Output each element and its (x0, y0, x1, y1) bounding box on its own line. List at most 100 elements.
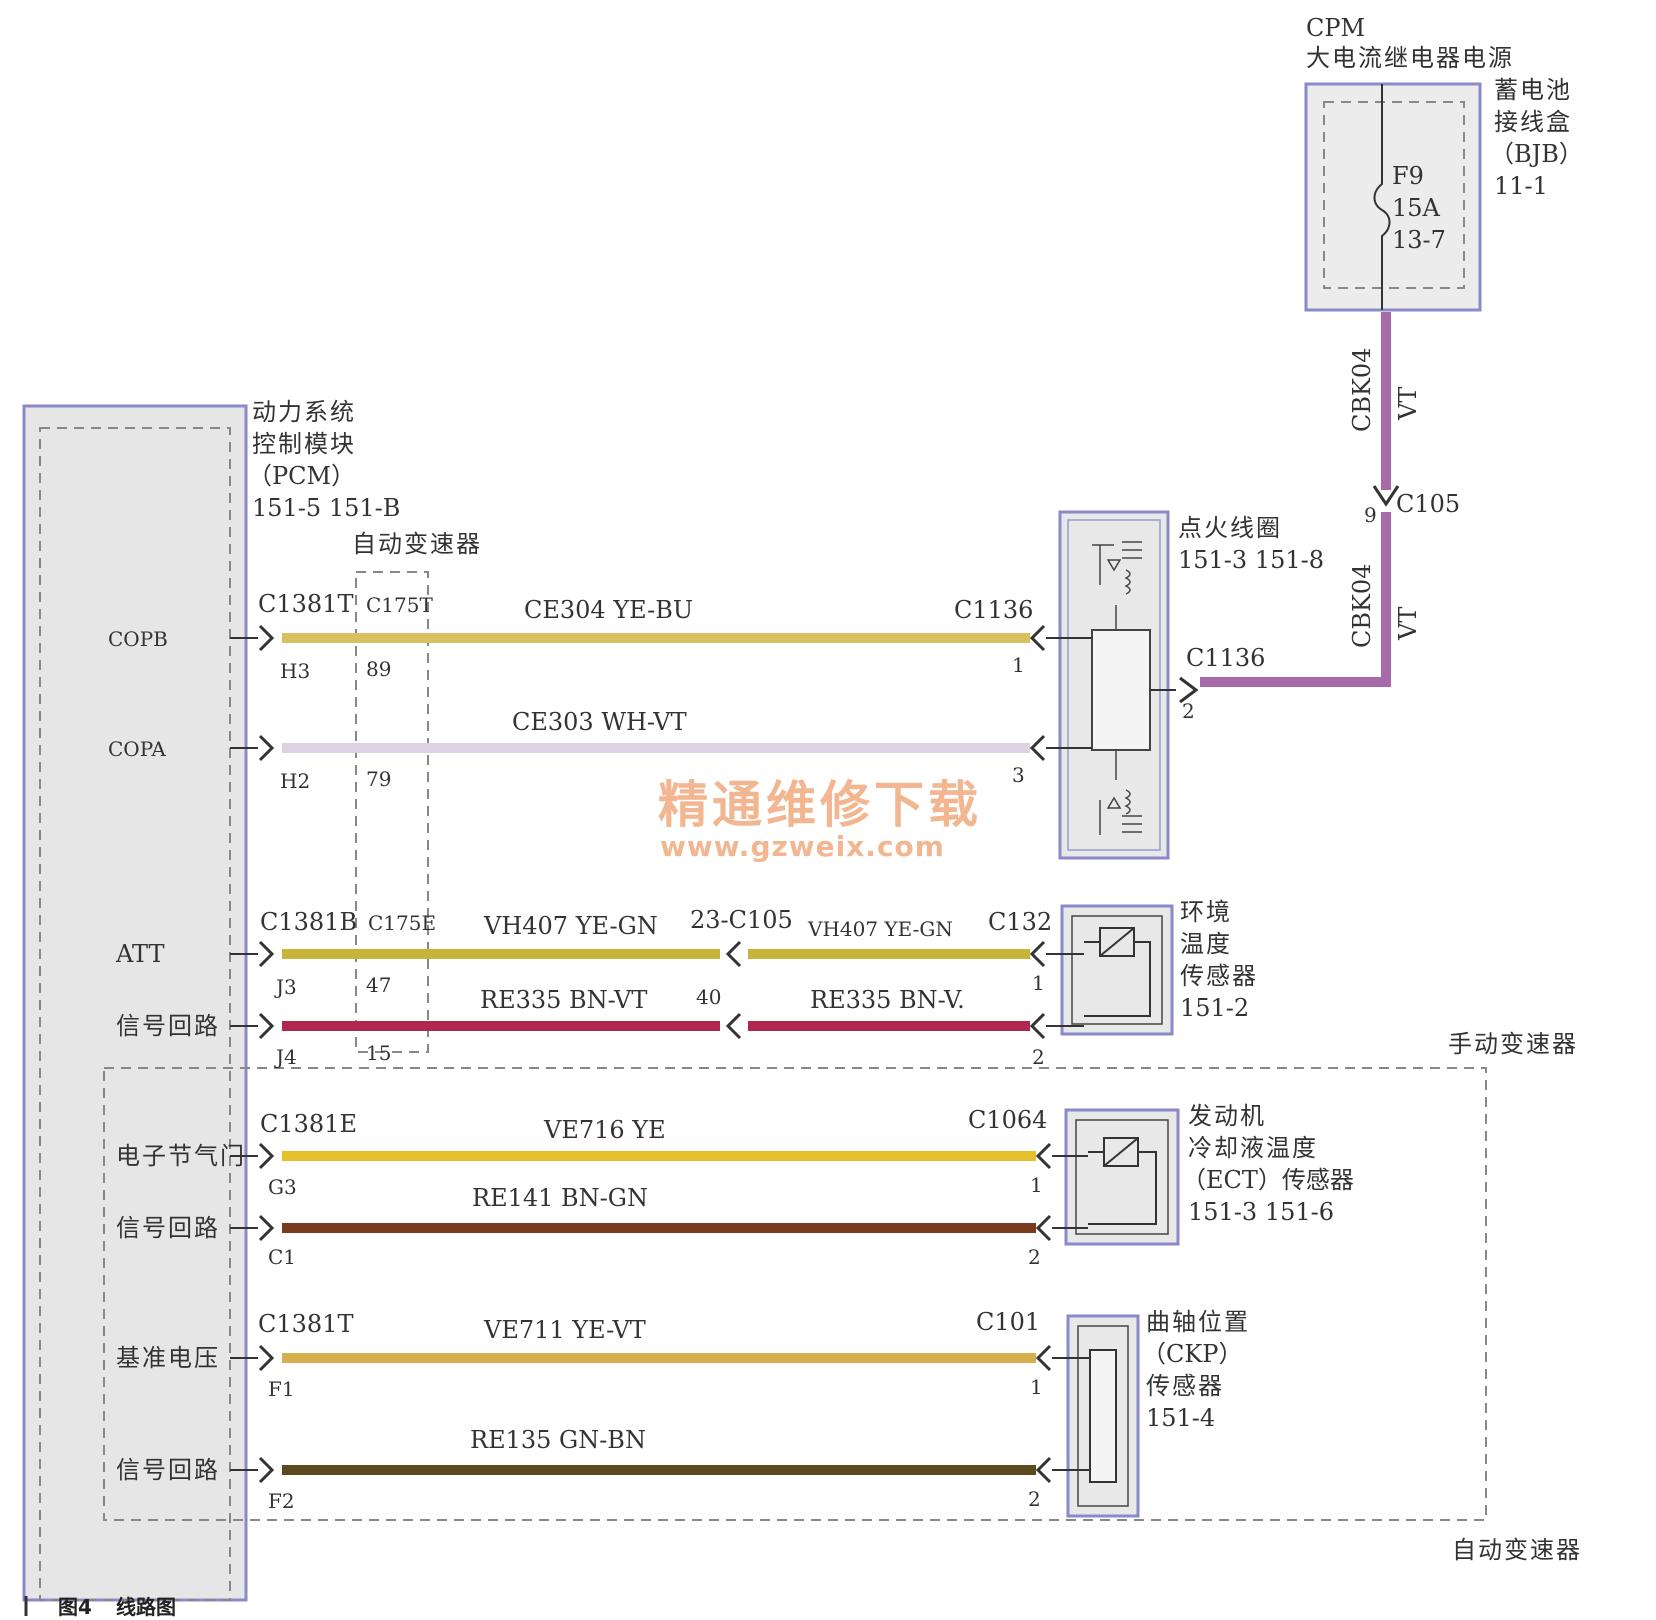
att-inline-conn: C175E (368, 911, 436, 935)
pcm-label-1: 动力系统 (252, 398, 356, 426)
copb-pcm-conn: C1381T (258, 590, 353, 618)
ignition-coil-upper-icon (1092, 541, 1142, 630)
etc-ret-signal: 信号回路 (116, 1214, 220, 1242)
copb-dest-pin: 1 (1012, 653, 1025, 677)
ref-ret-pcm-connector-icon (258, 1456, 275, 1484)
fuse-ref: 13-7 (1392, 226, 1446, 254)
bjb-inner-outline (1323, 101, 1465, 289)
ckp-sensor-label-1: 曲轴位置 (1146, 1308, 1250, 1336)
etc-ret-pcm-connector-icon (258, 1214, 275, 1242)
manual-trans-region (103, 1067, 1487, 1521)
att-circuit-right: VH407 YE-GN (807, 917, 953, 941)
ref-ret-sensor-connector-icon (1035, 1456, 1052, 1484)
ref-circuit: VE711 YE-VT (483, 1316, 646, 1344)
att-ret-sensor-connector-icon (1029, 1012, 1046, 1040)
bjb-label-4: 11-1 (1494, 172, 1548, 200)
ref-signal: 基准电压 (116, 1344, 220, 1372)
ckp-sensor-label-3: 传感器 (1146, 1372, 1224, 1400)
watermark-url: www.gzweix.com (660, 830, 945, 863)
copb-pcm-pin: H3 (280, 659, 310, 683)
bjb-box (1304, 82, 1482, 312)
wire-row-copa: COPA H2 79 CE303 WH-VT 3 (108, 708, 1092, 793)
ref-ret-dest-pin: 2 (1028, 1487, 1041, 1511)
etc-circuit: VE716 YE (543, 1116, 666, 1144)
ignition-driver-block (1091, 629, 1151, 751)
inline-connector-label: 自动变速器 (352, 530, 482, 558)
coil-output-connector: C1136 (1186, 644, 1265, 672)
ect-sensor-label-2: 冷却液温度 (1188, 1134, 1318, 1162)
auto-trans-label: 自动变速器 (1452, 1536, 1582, 1564)
etc-dest-pin: 1 (1030, 1173, 1043, 1197)
c105-label: C105 (1396, 490, 1460, 518)
etc-signal: 电子节气门 (116, 1142, 246, 1170)
copa-signal: COPA (108, 737, 166, 761)
etc-ret-pcm-pin: C1 (268, 1245, 296, 1269)
feed-wire-lower (1200, 512, 1391, 687)
ref-dest-pin: 1 (1030, 1375, 1043, 1399)
att-ret-mid-pin: 40 (696, 985, 721, 1009)
ckp-sensor-element (1089, 1349, 1117, 1483)
fuse-rating: 15A (1392, 194, 1441, 222)
copb-inline-pin: 89 (366, 657, 391, 681)
copa-pcm-connector-icon (258, 734, 275, 762)
att-pcm-conn: C1381B (260, 908, 357, 936)
att-ret-circuit-right: RE335 BN-V. (810, 986, 965, 1014)
etc-ret-dest-pin: 2 (1028, 1245, 1041, 1269)
ambient-sensor-inner (1071, 915, 1163, 1025)
bjb-label-1: 蓄电池 (1494, 76, 1572, 104)
c105-connector-icon (1372, 485, 1400, 507)
copa-inline-pin: 79 (366, 767, 391, 791)
bjb-label-2: 接线盒 (1494, 108, 1572, 136)
att-pcm-pin: J3 (274, 975, 297, 999)
ignition-coil-label-1: 点火线圈 (1178, 514, 1282, 542)
ref-pcm-pin: F1 (268, 1377, 295, 1401)
att-pcm-connector-icon (258, 940, 275, 968)
att-sensor-connector-icon (1029, 940, 1046, 968)
etc-ret-sensor-connector-icon (1035, 1214, 1052, 1242)
ect-thermistor-icon (1088, 1137, 1157, 1225)
att-ret-dest-pin: 2 (1032, 1045, 1045, 1069)
copb-inline-conn: C175T (366, 593, 433, 617)
etc-dest-conn: C1064 (968, 1106, 1047, 1134)
ect-sensor-box (1064, 1108, 1180, 1246)
ambient-sensor-label-4: 151-2 (1180, 994, 1249, 1022)
copa-pcm-pin: H2 (280, 769, 310, 793)
copb-coil-connector-icon (1029, 624, 1046, 652)
etc-pcm-connector-icon (258, 1142, 275, 1170)
thermistor-icon (1084, 927, 1151, 1017)
ect-sensor-inner (1075, 1119, 1169, 1235)
att-ret-signal: 信号回路 (116, 1012, 220, 1040)
etc-pcm-pin: G3 (268, 1175, 297, 1199)
feed-lower-color: VT (1394, 607, 1422, 641)
inline-connector-box (355, 571, 429, 1053)
att-dest-pin: 1 (1032, 971, 1045, 995)
copb-dest-conn: C1136 (954, 596, 1033, 624)
etc-pcm-conn: C1381E (260, 1110, 357, 1138)
copb-signal: COPB (108, 627, 168, 651)
att-inline-pin: 47 (366, 973, 391, 997)
bjb-label-3: （BJB） (1490, 140, 1583, 168)
ambient-sensor-label-2: 温度 (1180, 930, 1232, 958)
c105-pin: 9 (1364, 503, 1377, 527)
att-ret-inline-pin: 15 (366, 1041, 391, 1065)
coil-output-connector-icon (1179, 676, 1199, 704)
ref-pcm-conn: C1381T (258, 1310, 353, 1338)
ambient-sensor-label-3: 传感器 (1180, 962, 1258, 990)
pcm-module-box (22, 404, 248, 1602)
ect-sensor-label-4: 151-3 151-6 (1188, 1198, 1334, 1226)
pcm-label-2: 控制模块 (252, 430, 356, 458)
fuse-name: F9 (1392, 162, 1424, 190)
copa-coil-connector-icon (1029, 734, 1046, 762)
caption-text: 线路图 (116, 1595, 176, 1619)
ignition-coil-inner (1067, 519, 1161, 851)
att-ret-circuit-left: RE335 BN-VT (480, 986, 647, 1014)
ref-ret-signal: 信号回路 (116, 1456, 220, 1484)
wire-row-copb: COPB C1381T C175T H3 89 CE304 YE-BU C113… (108, 590, 1092, 683)
copb-circuit: CE304 YE-BU (524, 596, 693, 624)
ref-sensor-connector-icon (1035, 1344, 1052, 1372)
etc-ret-circuit: RE141 BN-GN (472, 1184, 648, 1212)
fuse-icon (1373, 84, 1391, 310)
ckp-sensor-inner (1077, 1325, 1129, 1507)
att-inline-connector-icon (725, 940, 742, 968)
ect-sensor-label-1: 发动机 (1188, 1102, 1266, 1130)
